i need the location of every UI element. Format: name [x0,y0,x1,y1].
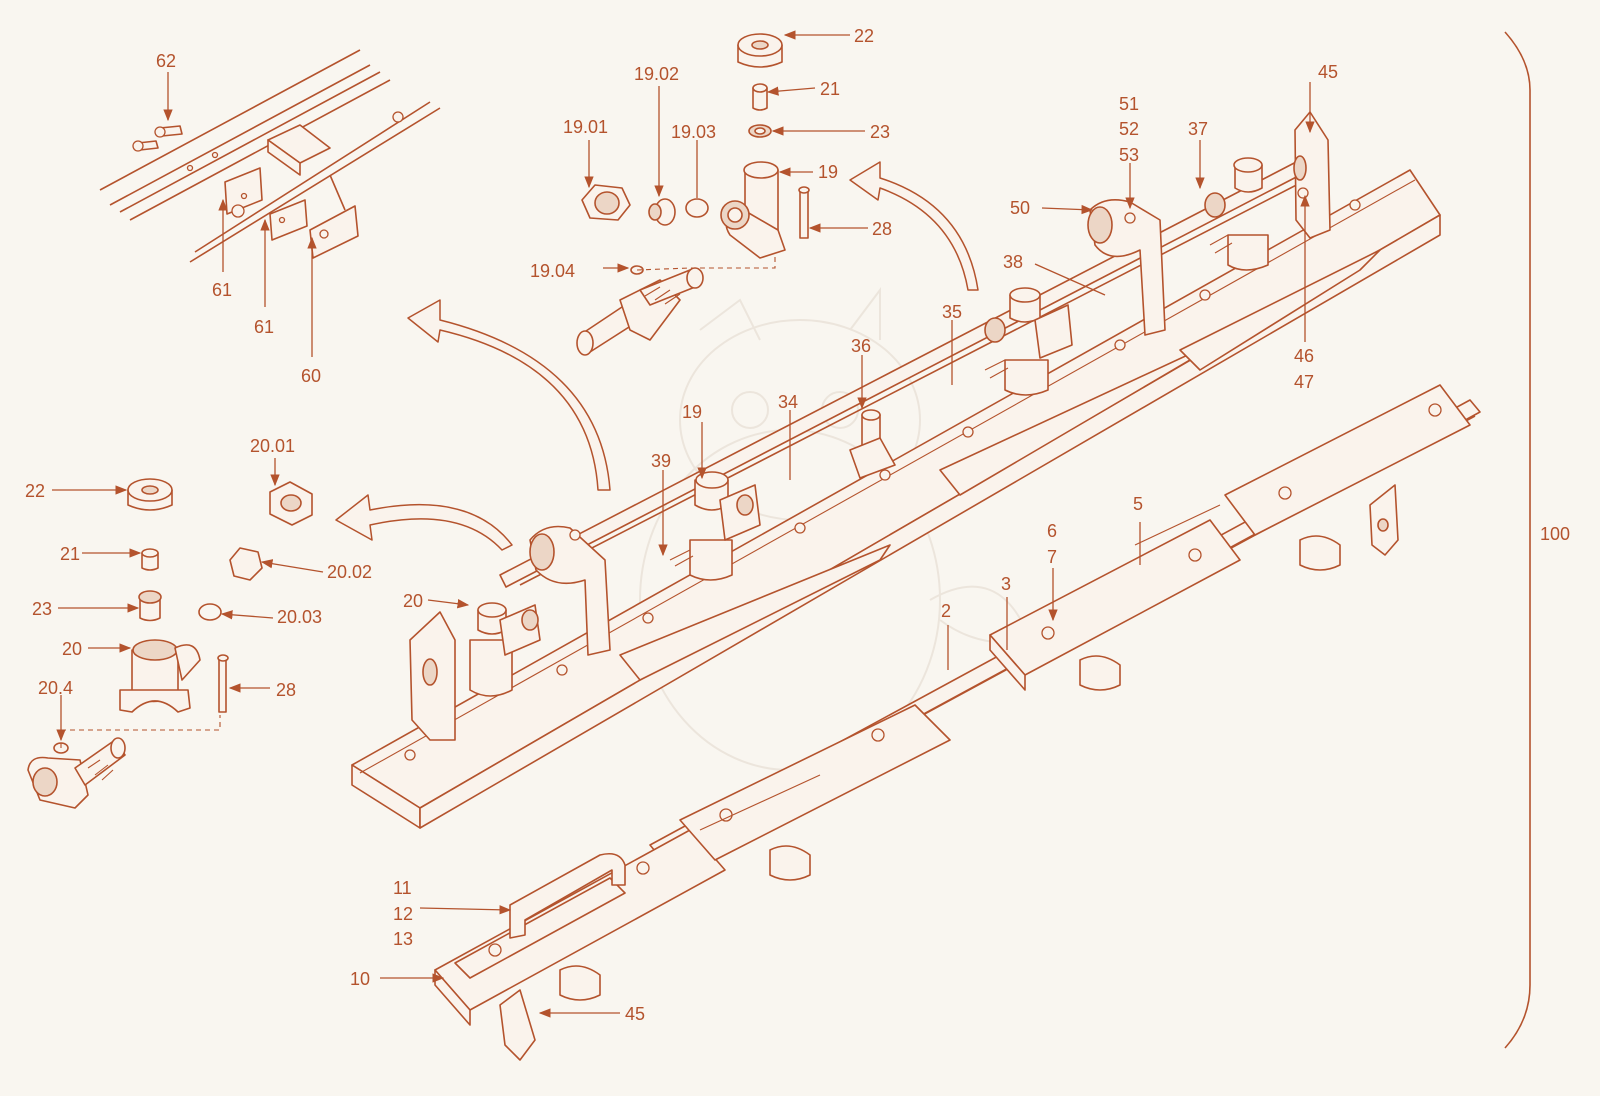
callout-2: 2 [941,601,951,621]
callout-23-top: 23 [870,122,890,142]
callout-3: 3 [1001,574,1011,594]
callout-7: 7 [1047,547,1057,567]
callout-37: 37 [1188,119,1208,139]
callout-28-left: 28 [276,680,296,700]
callout-11: 11 [393,878,412,898]
callout-28-top: 28 [872,219,892,239]
callout-61a: 61 [212,280,232,300]
callout-36: 36 [851,336,871,356]
callout-12: 12 [393,904,413,924]
callout-50: 50 [1010,198,1030,218]
callout-52: 52 [1119,119,1139,139]
valve-19-explode [576,33,810,356]
callout-47: 47 [1294,372,1314,392]
callout-21-top: 21 [820,79,840,99]
callout-23-left: 23 [32,599,52,619]
lower-boom [434,384,1481,1061]
callout-34: 34 [778,392,798,412]
callout-20-02: 20.02 [327,562,372,582]
callout-22-left: 22 [25,481,45,501]
callout-53: 53 [1119,145,1139,165]
nozzle-valve-19 [669,471,761,581]
callout-19-top: 19 [818,162,838,182]
callout-20-01: 20.01 [250,436,295,456]
callout-10: 10 [350,969,370,989]
callout-38: 38 [1003,252,1023,272]
valve-20-explode [27,478,313,809]
callout-39: 39 [651,451,671,471]
callout-19-02: 19.02 [634,64,679,84]
callout-100: 100 [1540,524,1570,544]
callout-46: 46 [1294,346,1314,366]
nozzle-valve-mid [984,287,1073,396]
callout-20-left: 20 [62,639,82,659]
callout-19-mid: 19 [682,402,702,422]
callout-19-03: 19.03 [671,122,716,142]
callout-60: 60 [301,366,321,386]
callout-20-mid: 20 [403,591,423,611]
assembly-brace [1504,31,1531,1049]
callout-19-04: 19.04 [530,261,575,281]
callout-20-03: 20.03 [277,607,322,627]
callout-labels: 62 61 61 60 19.01 19.02 19.03 19.04 19 2… [25,26,1570,1024]
callout-19-01: 19.01 [563,117,608,137]
leader-lines [52,30,1315,1018]
rail-bracket-detail [99,49,441,263]
callout-22-top: 22 [854,26,874,46]
nozzle-valve-left [469,602,541,697]
callout-62: 62 [156,51,176,71]
nozzle-valve-right [1204,157,1269,271]
upper-boom [351,111,1441,829]
callout-21-left: 21 [60,544,80,564]
callout-51: 51 [1119,94,1139,114]
explode-arrows [335,161,979,551]
callout-35: 35 [942,302,962,322]
callout-61b: 61 [254,317,274,337]
callout-13: 13 [393,929,413,949]
callout-6: 6 [1047,521,1057,541]
callout-45-top: 45 [1318,62,1338,82]
callout-5: 5 [1133,494,1143,514]
callout-20-4: 20.4 [38,678,73,698]
callout-45-bottom: 45 [625,1004,645,1024]
